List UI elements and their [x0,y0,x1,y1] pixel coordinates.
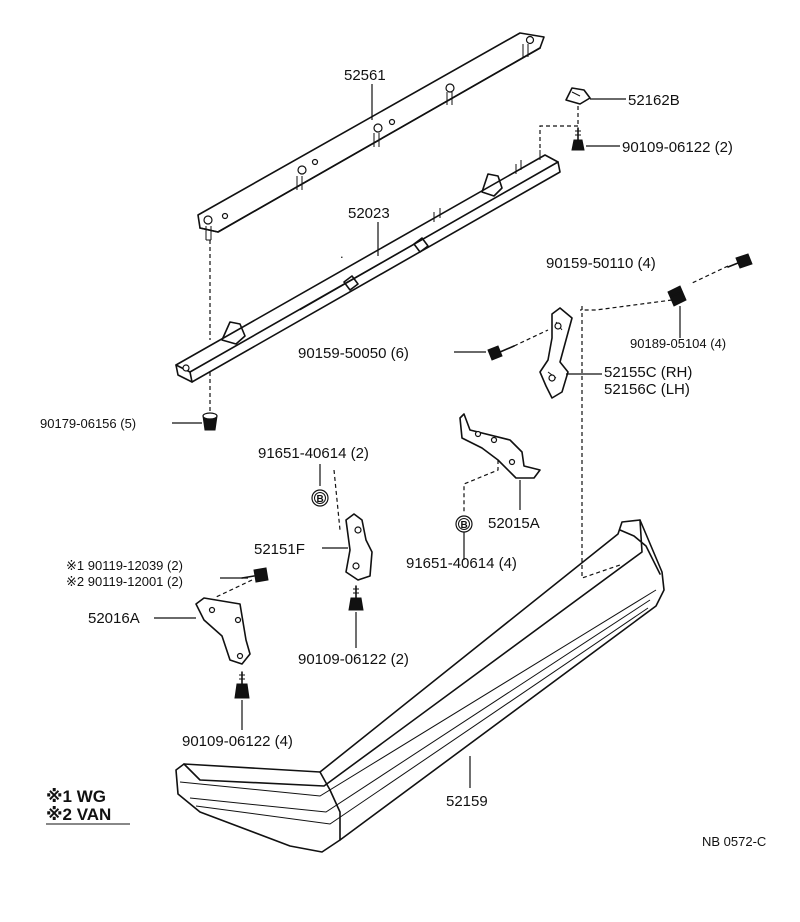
svg-text:.: . [340,246,344,261]
label-90159-50110: 90159-50110 (4) [546,255,656,272]
label-52156c: 52156C (LH) [604,381,690,398]
label-52151f: 52151F [254,541,305,558]
label-52023: 52023 [348,205,390,222]
label-90109-06122-2b: 90109-06122 (2) [298,651,409,668]
diagram-code: NB 0572-C [702,834,766,849]
nut-90179-06156 [202,412,218,431]
label-52159: 52159 [446,793,488,810]
rail-52023 [175,150,561,383]
bolt-90109-06122-mid [348,585,364,611]
bolt-90119 [241,567,269,583]
screw-90159-50050 [487,345,515,361]
bolt-90109-06122-top [571,127,585,151]
bracket-52155c-52156c [539,307,573,399]
label-90189-05104: 90189-05104 (4) [630,336,726,351]
bumper-cover-52159 [175,519,665,853]
label-90179-06156: 90179-06156 (5) [40,416,136,431]
circle-b-lower: B [455,515,473,533]
svg-text:B: B [317,494,324,505]
circle-b-upper: B [311,489,329,507]
label-91651-40614-4: 91651-40614 (4) [406,555,517,572]
label-90119-12001: ※2 90119-12001 (2) [66,574,183,589]
label-52561: 52561 [344,67,386,84]
label-52015a: 52015A [488,515,540,532]
label-52155c: 52155C (RH) [604,364,692,381]
screw-90159-50110 [727,253,753,269]
clip-52162b [565,87,591,105]
bracket-52016a [195,597,251,665]
label-90159-50050: 90159-50050 (6) [298,345,409,362]
label-91651-40614-2: 91651-40614 (2) [258,445,369,462]
grommet-90189-05104 [667,285,687,307]
bolt-90109-06122-low [234,671,250,699]
rail-52561 [197,32,545,241]
legend-note-1: ※1 WG [46,787,106,806]
bracket-52015a [459,413,541,479]
label-90109-06122-2a: 90109-06122 (2) [622,139,733,156]
legend-note-2: ※2 VAN [46,805,111,824]
svg-text:B: B [461,520,468,531]
label-90119-12039: ※1 90119-12039 (2) [66,558,183,573]
label-90109-06122-4: 90109-06122 (4) [182,733,293,750]
label-52016a: 52016A [88,610,140,627]
label-52162b: 52162B [628,92,680,109]
bracket-52151f [345,513,373,581]
